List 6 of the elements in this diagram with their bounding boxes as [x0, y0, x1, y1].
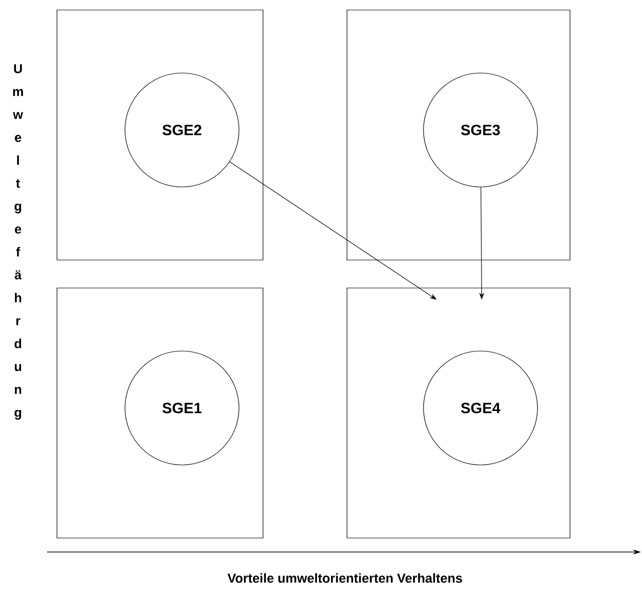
- quadrant-box: [56, 288, 264, 538]
- axis-label: Umweltgefährdung: [12, 64, 24, 420]
- quadrant-box: [346, 10, 570, 260]
- axis-label: Vorteile umweltorientierten Verhaltens: [228, 573, 462, 583]
- quadrant-box: [346, 288, 570, 538]
- quadrant-box: [56, 10, 264, 260]
